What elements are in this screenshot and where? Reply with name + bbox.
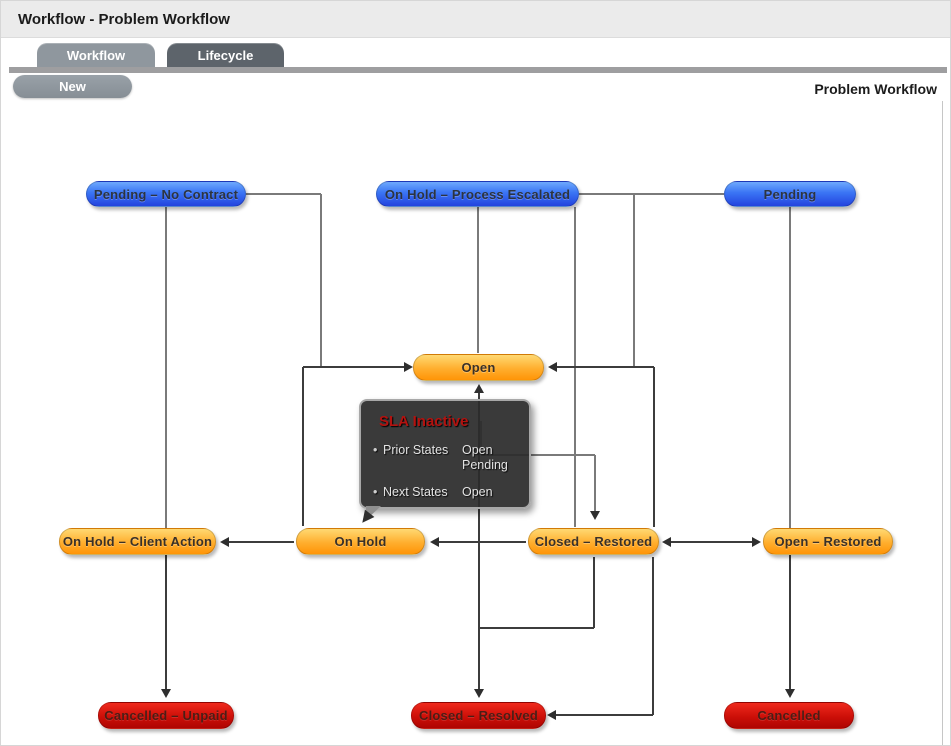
- edge-open-to-closedrestored: [481, 454, 595, 456]
- edge-closedrestored-openrestored-bidir: [671, 541, 754, 543]
- edge-closedrestored-up-to-open: [557, 366, 654, 368]
- prior-state-value: Pending: [462, 458, 508, 472]
- arrowhead-icon: [474, 384, 484, 393]
- edge-closedrestored-join-open-vertical: [593, 557, 595, 628]
- bullet-icon: •: [373, 443, 378, 457]
- arrowhead-icon: [548, 362, 557, 372]
- arrowhead-icon: [161, 689, 171, 698]
- edge-clientaction-to-cancelledunpaid: [165, 555, 167, 689]
- workflow-state-on-hold-process-escalated[interactable]: On Hold – Process Escalated: [376, 181, 579, 207]
- edge-onhold-up-to-open: [302, 367, 304, 526]
- tab-lifecycle[interactable]: Lifecycle: [167, 43, 284, 68]
- arrowhead-icon: [752, 537, 761, 547]
- workflow-state-open[interactable]: Open: [413, 354, 544, 381]
- edge-onhold-up-to-open: [303, 366, 405, 368]
- arrowhead-icon: [662, 537, 671, 547]
- sla-tooltip-title: SLA Inactive: [379, 413, 469, 430]
- arrowhead-icon: [404, 362, 413, 372]
- arrowhead-icon: [590, 511, 600, 520]
- arrowhead-icon: [430, 537, 439, 547]
- edge-closedrestored-join-open-vertical: [480, 627, 594, 629]
- workflow-state-closed-resolved[interactable]: Closed – Resolved: [411, 702, 546, 729]
- canvas-border: [942, 101, 943, 745]
- workflow-state-closed-restored[interactable]: Closed – Restored: [528, 528, 659, 555]
- prior-states-values: Open Pending: [462, 443, 508, 473]
- tabbar-divider: [9, 67, 947, 73]
- tooltip-row-next-states: • Next States Open: [373, 485, 521, 500]
- arrowhead-icon: [220, 537, 229, 547]
- new-button[interactable]: New: [13, 75, 132, 98]
- bullet-icon: •: [373, 485, 378, 499]
- edge-open-vertical-to-closedresolved: [478, 389, 480, 689]
- edge-escalated-pending-link: [579, 193, 724, 195]
- arrowhead-icon: [474, 689, 484, 698]
- edge-onhold-to-clientaction: [229, 541, 294, 543]
- edge-pnc-right-elbow: [246, 193, 321, 195]
- edge-open-to-closedrestored: [594, 455, 596, 511]
- titlebar: Workflow - Problem Workflow: [1, 1, 950, 38]
- workflow-name-label: Problem Workflow: [814, 81, 937, 97]
- arrowhead-icon: [547, 710, 556, 720]
- edge-link-branch-down: [633, 194, 635, 367]
- edge-pnc-right-elbow: [320, 194, 322, 367]
- workflow-state-on-hold[interactable]: On Hold: [296, 528, 425, 555]
- edge-closedrestored-to-closedresolved: [555, 714, 653, 716]
- workflow-state-cancelled-unpaid[interactable]: Cancelled – Unpaid: [98, 702, 234, 729]
- edge-closedrestored-to-closedresolved: [652, 557, 654, 715]
- workflow-state-pending[interactable]: Pending: [724, 181, 856, 207]
- page-title: Workflow - Problem Workflow: [18, 10, 230, 28]
- edge-pending-down-to-openrestored: [789, 207, 791, 528]
- prior-state-value: Open: [462, 443, 493, 457]
- next-state-value: Open: [462, 485, 493, 499]
- edge-openrestored-to-cancelled: [789, 555, 791, 689]
- workflow-state-pending-no-contract[interactable]: Pending – No Contract: [86, 181, 246, 207]
- next-states-values: Open: [462, 485, 493, 500]
- edge-closedrestored-up-to-open: [653, 367, 655, 527]
- edge-pnc-down-to-client-action: [165, 207, 167, 528]
- tooltip-tail-pointer: [366, 506, 381, 520]
- workflow-state-on-hold-client-action[interactable]: On Hold – Client Action: [59, 528, 216, 555]
- workflow-state-open-restored[interactable]: Open – Restored: [763, 528, 893, 555]
- workflow-state-cancelled[interactable]: Cancelled: [724, 702, 854, 729]
- next-states-label: Next States: [383, 485, 448, 499]
- edge-escalated-down-to-open: [477, 207, 479, 353]
- sla-tooltip: SLA Inactive • Prior States Open Pending…: [357, 399, 531, 527]
- tooltip-row-prior-states: • Prior States Open Pending: [373, 443, 521, 473]
- prior-states-label: Prior States: [383, 443, 449, 457]
- tab-workflow[interactable]: Workflow: [37, 43, 155, 68]
- edge-closedrestored-to-onhold: [439, 541, 526, 543]
- arrowhead-icon: [785, 689, 795, 698]
